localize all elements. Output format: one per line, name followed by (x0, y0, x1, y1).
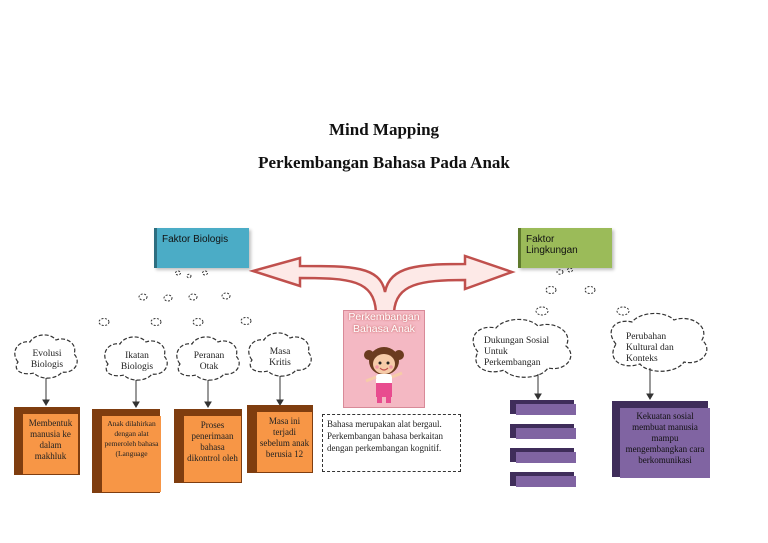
cloud-perubahan-text: Perubahan Kultural dan Konteks (626, 332, 674, 364)
cloud-perubahan (610, 312, 708, 372)
page-subtitle: Perkembangan Bahasa Pada Anak (258, 153, 510, 172)
card-perubahan-text: Kekuatan sosial membuat manusia mampu me… (625, 411, 705, 465)
card-masa: Masa ini terjadi sebelum anak berusia 12 (254, 412, 312, 472)
header-faktor-biologis-label: Faktor Biologis (162, 234, 229, 245)
card-evolusi: Membentuk manusia ke dalam makhluk (20, 414, 78, 474)
cloud-evolusi-text: Evolusi Biologis (30, 349, 64, 370)
card-masa-text: Masa ini terjadi sebelum anak berusia 12 (259, 416, 310, 459)
card-evolusi-text: Membentuk manusia ke dalam makhluk (28, 418, 73, 461)
cloud-dukungan (472, 318, 572, 378)
card-ikatan: Anak dilahirkan dengan alat pemeroleh ba… (99, 416, 161, 492)
branch-arrow (248, 254, 516, 314)
cloud-peranan (176, 336, 240, 381)
cloud-masa-text: Masa Kritis (269, 347, 291, 368)
card-perubahan: Kekuatan sosial membuat manusia mampu me… (620, 408, 710, 478)
cloud-peranan-text: Peranan Otak (193, 351, 225, 372)
center-topic: Perkembangan Bahasa Anak (343, 310, 425, 408)
girl-illustration (364, 347, 404, 403)
cloud-masa (248, 332, 312, 377)
cloud-ikatan-text: Ikatan Biologis (120, 351, 154, 372)
card-peranan: Proses penerimaan bahasa dikontrol oleh (181, 416, 241, 482)
card-peranan-text: Proses penerimaan bahasa dikontrol oleh (187, 420, 238, 463)
cloud-ikatan (104, 336, 168, 381)
left-thought-bubbles (98, 270, 252, 326)
center-description: Bahasa merupakan alat bergaul. Perkemban… (322, 414, 461, 472)
right-thought-bubbles (535, 267, 630, 316)
card-ikatan-text: Anak dilahirkan dengan alat pemeroleh ba… (104, 419, 159, 458)
page-title: Mind Mapping (328, 120, 440, 139)
cloud-dukungan-text: Dukungan Sosial Untuk Perkembangan (484, 336, 550, 368)
header-faktor-lingkungan-label: Faktor Lingkungan (526, 234, 578, 256)
header-faktor-lingkungan: Faktor Lingkungan (518, 228, 612, 268)
cloud-evolusi (14, 334, 78, 379)
header-faktor-biologis: Faktor Biologis (154, 228, 249, 268)
purple-stack (510, 400, 576, 487)
center-topic-label: Perkembangan Bahasa Anak (348, 311, 420, 335)
